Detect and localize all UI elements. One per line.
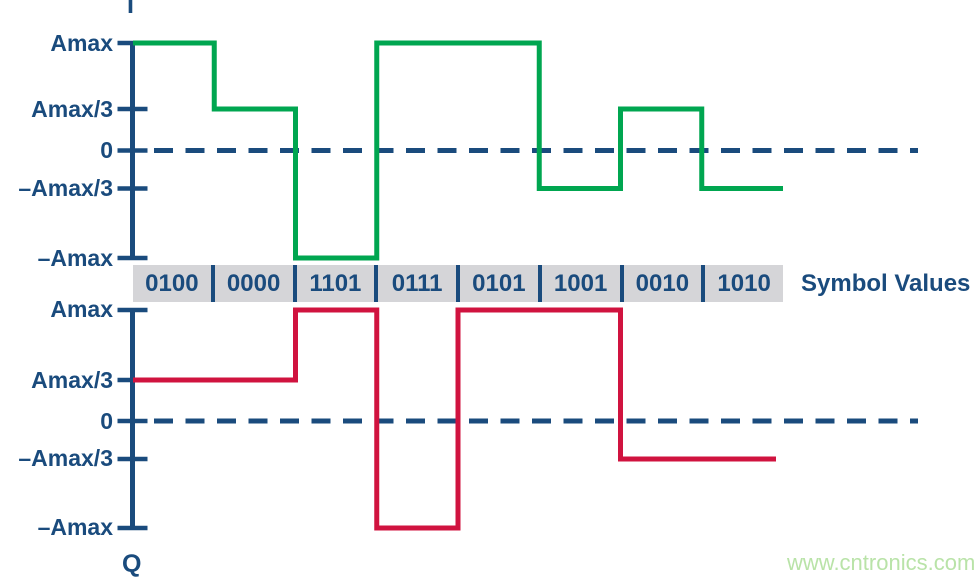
symbol-cell: 0111 <box>378 265 460 302</box>
y-tick-label-neg-amax3-top: –Amax/3 <box>18 175 113 201</box>
symbol-cell: 0101 <box>460 265 542 302</box>
i-axis-label: I <box>127 0 134 19</box>
symbol-cell: 0100 <box>133 265 215 302</box>
y-tick-label-amax3-bottom: Amax/3 <box>31 367 113 393</box>
y-tick-label-amax-top: Amax <box>50 30 113 56</box>
symbol-cell: 1010 <box>717 269 771 297</box>
symbol-value-band: 0100 0000 1101 0111 0101 1001 0010 1010 <box>133 265 783 302</box>
symbol-cell: 1101 <box>297 265 379 302</box>
symbol-cell: 0000 <box>215 265 297 302</box>
y-tick-label-neg-amax-top: –Amax <box>37 245 113 271</box>
y-tick-label-amax-bottom: Amax <box>50 296 113 322</box>
symbol-cell: 0010 <box>624 265 706 302</box>
y-tick-label-zero-top: 0 <box>100 137 113 163</box>
y-tick-label-neg-amax-bottom: –Amax <box>37 514 113 540</box>
symbol-cell: 1001 <box>542 265 624 302</box>
y-tick-label-zero-bottom: 0 <box>100 408 113 434</box>
i-waveform <box>133 40 783 261</box>
y-tick-label-amax3-top: Amax/3 <box>31 96 113 122</box>
q-axis-label: Q <box>122 550 142 578</box>
watermark-text: www.cntronics.com <box>787 550 975 575</box>
q-waveform <box>133 307 776 531</box>
y-tick-label-neg-amax3-bottom: –Amax/3 <box>18 445 113 471</box>
symbol-values-axis-title: Symbol Values <box>801 270 971 297</box>
